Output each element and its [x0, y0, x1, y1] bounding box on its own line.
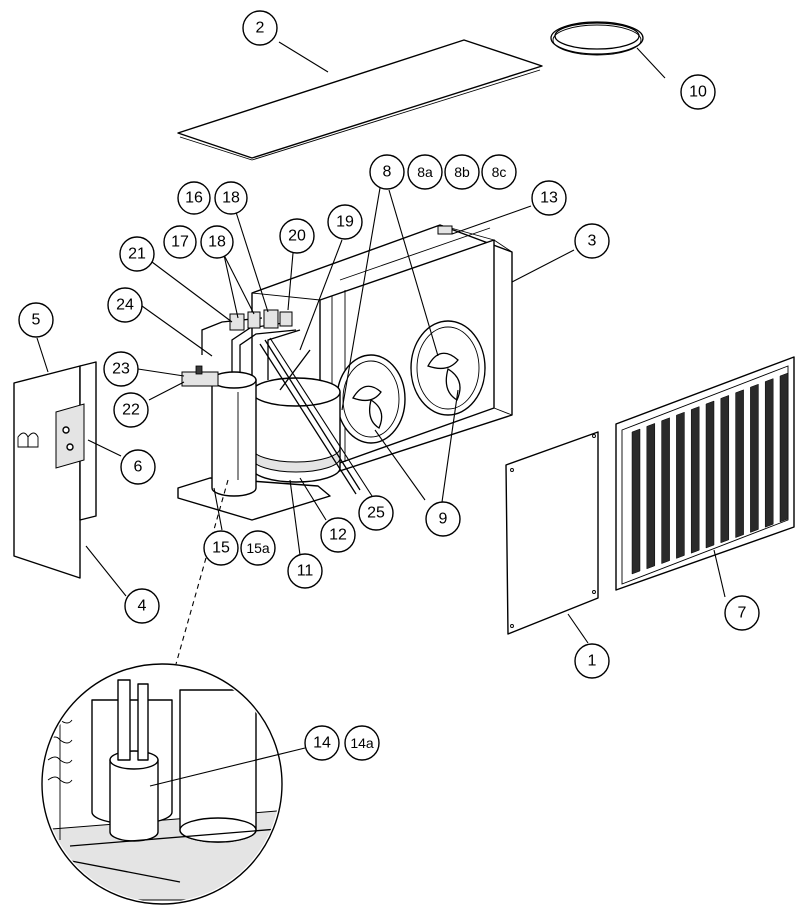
grille-slot: [646, 423, 656, 570]
svg-text:18: 18: [208, 234, 226, 251]
callout-17: 17: [163, 225, 197, 259]
callout-24: 24: [107, 287, 143, 323]
tubing-coil: [550, 21, 644, 56]
svg-text:4: 4: [138, 598, 147, 615]
svg-text:12: 12: [329, 527, 347, 544]
callout-11: 11: [287, 553, 323, 589]
svg-text:16: 16: [185, 190, 203, 207]
callout-20: 20: [279, 218, 315, 254]
callout-15a: 15a: [240, 530, 276, 566]
grille-slot: [661, 417, 670, 564]
grille-slot: [690, 406, 700, 554]
svg-text:25: 25: [367, 505, 385, 522]
grille-slot: [779, 372, 789, 523]
grille-slot: [735, 389, 744, 538]
callout-18-top: 18: [214, 181, 248, 215]
svg-text:13: 13: [540, 190, 558, 207]
leader-lines: [36, 41, 726, 787]
callout-8a: 8a: [407, 154, 443, 190]
svg-text:8: 8: [383, 164, 392, 181]
compressor-assembly: [211, 371, 341, 497]
svg-text:6: 6: [134, 459, 143, 476]
svg-text:14a: 14a: [350, 735, 374, 751]
callout-18-lower: 18: [200, 225, 234, 259]
svg-text:22: 22: [122, 402, 140, 419]
callout-16: 16: [177, 181, 211, 215]
callout-21: 21: [119, 236, 155, 272]
callout-4: 4: [124, 588, 160, 624]
detail-view: [41, 479, 283, 905]
grille-slot: [720, 395, 730, 544]
callout-7: 7: [724, 595, 760, 631]
svg-text:2: 2: [256, 20, 265, 37]
svg-text:5: 5: [32, 312, 41, 329]
callout-3: 3: [574, 223, 610, 259]
svg-text:7: 7: [738, 605, 747, 622]
svg-text:17: 17: [171, 234, 189, 251]
svg-text:9: 9: [439, 511, 448, 528]
condenser-fans: [336, 320, 486, 444]
svg-text:20: 20: [288, 228, 306, 245]
svg-text:1: 1: [588, 653, 597, 670]
callout-5: 5: [18, 302, 54, 338]
callout-6: 6: [120, 449, 156, 485]
svg-text:15: 15: [212, 540, 230, 557]
svg-text:24: 24: [116, 297, 134, 314]
access-panel: [505, 431, 599, 635]
svg-text:14: 14: [313, 735, 331, 752]
svg-text:11: 11: [297, 563, 314, 580]
grille-slots: [631, 372, 789, 575]
svg-text:21: 21: [128, 246, 146, 263]
callout-14a: 14a: [344, 725, 380, 761]
svg-text:23: 23: [112, 361, 130, 378]
top-panel: [177, 39, 543, 161]
svg-text:19: 19: [336, 214, 354, 231]
grille-panel: [615, 356, 795, 591]
callout-9: 9: [425, 501, 461, 537]
grille-slot: [631, 428, 641, 575]
callout-8b: 8b: [444, 154, 480, 190]
svg-text:3: 3: [588, 233, 597, 250]
svg-text:10: 10: [689, 84, 707, 101]
callout-12: 12: [320, 517, 356, 553]
callout-25: 25: [358, 495, 394, 531]
refrigerant-piping: [181, 309, 361, 495]
callout-8c: 8c: [481, 154, 517, 190]
svg-text:8b: 8b: [454, 164, 470, 180]
svg-text:15a: 15a: [246, 540, 270, 556]
grille-slot: [676, 411, 685, 559]
callout-10: 10: [680, 74, 716, 110]
callout-22: 22: [113, 392, 149, 428]
callout-15: 15: [203, 530, 239, 566]
svg-text:18: 18: [222, 190, 240, 207]
callout-2: 2: [242, 10, 278, 46]
callout-1: 1: [574, 643, 610, 679]
grille-slot: [705, 400, 715, 549]
callout-14: 14: [304, 725, 340, 761]
side-panel: [13, 361, 97, 579]
grille-slot: [750, 383, 759, 533]
callout-13: 13: [531, 180, 567, 216]
svg-text:8a: 8a: [417, 164, 433, 180]
callout-19: 19: [327, 204, 363, 240]
grille-slot: [764, 378, 774, 528]
svg-text:8c: 8c: [492, 164, 507, 180]
callout-23: 23: [103, 351, 139, 387]
callout-8: 8: [369, 154, 405, 190]
